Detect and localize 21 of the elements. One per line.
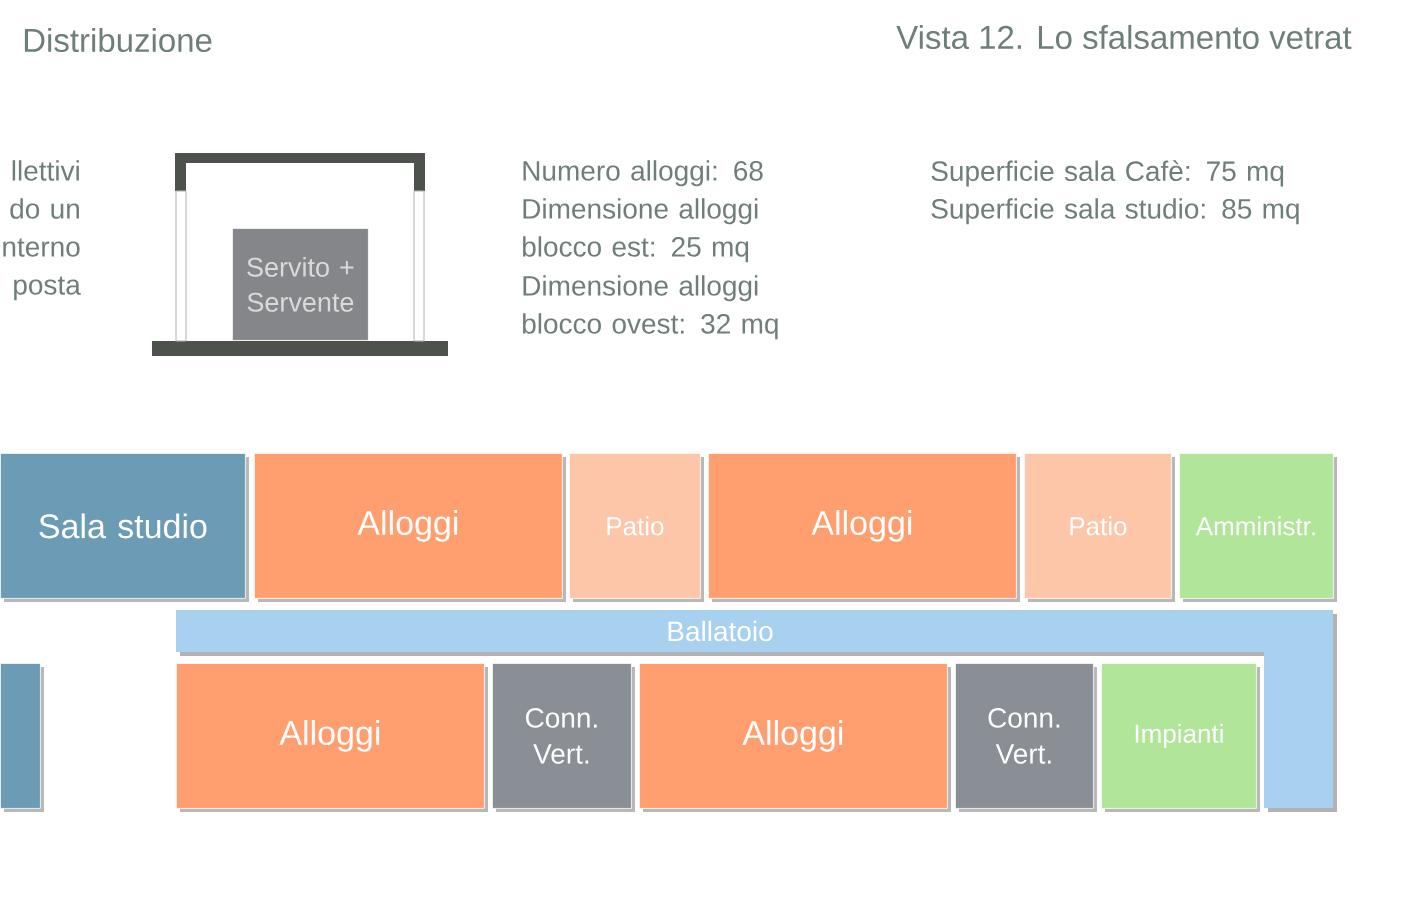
view-title: Vista 12. Lo sfalsamento vetrat	[896, 24, 1352, 50]
core-box: Servito + Servente	[232, 228, 369, 341]
info-text: Numero alloggi: 68	[523, 160, 763, 187]
info-text: Dimensione alloggi blocco est: 25 mq	[523, 198, 758, 263]
patio-block: Patio	[569, 453, 704, 602]
info-text: Dimensione alloggi blocco ovest: 32 mq	[523, 275, 778, 340]
info-text: Superficie sala Cafè: 75 mq	[931, 160, 1284, 187]
stair-block: Conn. Vert.	[492, 663, 635, 812]
room-block: Sala studio	[0, 453, 249, 602]
room-block: Alloggi	[176, 663, 488, 812]
body-text: llettivi do un nterno posta	[3, 160, 81, 301]
patio-block: Patio	[1024, 453, 1175, 602]
info-text: Superficie sala studio: 85 mq	[931, 198, 1299, 225]
room-block: Amministr.	[1179, 453, 1337, 602]
room-block: Alloggi	[639, 663, 951, 812]
room-block: Impianti	[1101, 663, 1260, 812]
room-block	[0, 663, 44, 812]
room-block: Alloggi	[708, 453, 1020, 602]
room-block: Alloggi	[254, 453, 566, 602]
stair-block: Conn. Vert.	[955, 663, 1097, 812]
page-title: Distribuzione	[24, 27, 212, 53]
